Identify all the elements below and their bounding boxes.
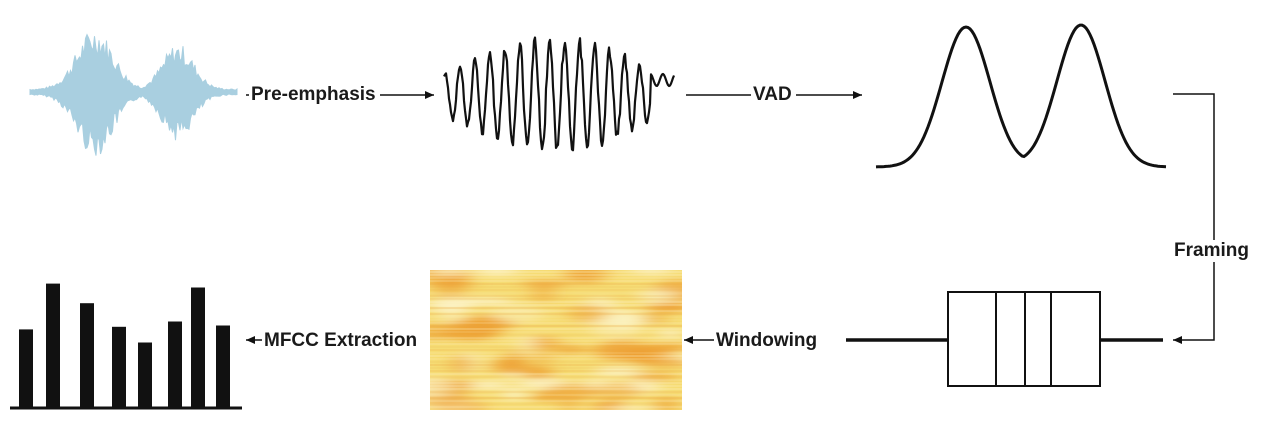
spectrogram-patch [433,398,487,410]
connectors [246,91,1215,344]
spectrogram-patch [432,270,467,276]
mfcc-bar [112,326,126,408]
spectrogram-patch [594,365,642,377]
arrow-framing-path [1173,93,1215,240]
spectrogram-patch [504,372,522,381]
spectrogram-patch [651,342,682,352]
step-label-pre-emphasis: Pre-emphasis [249,84,378,106]
spectrogram-patch [518,335,537,353]
spectrogram-patch [630,371,679,382]
spectrogram-patch [647,301,682,313]
raw-waveform [29,33,238,156]
spectrogram-patch [530,285,556,303]
spectrogram-patch [657,328,682,339]
arrow-framing-to-block [1173,262,1215,344]
spectrogram-patch [504,387,524,402]
spectrogram-patch [615,348,663,363]
spectrogram-patch [534,392,555,402]
mfcc-bar [80,303,94,408]
spectrogram-patch [643,312,668,325]
spectrogram-patch [530,351,556,364]
spectrogram-patch [503,350,526,367]
step-label-framing: Framing [1172,240,1251,262]
spectrogram-patch [630,270,672,275]
mfcc-bar [168,321,182,408]
spectrogram-patch [636,289,677,304]
spectrogram-patch [596,382,642,400]
step-label-mfcc-extraction: MFCC Extraction [262,330,420,352]
spectrogram-patch [434,283,467,299]
mfcc-bar [19,329,33,408]
spectrogram-patch [442,325,498,341]
mfcc-bar [191,287,205,408]
spectrogram-patch [436,300,466,322]
mfcc-bar-chart [10,283,242,410]
framing-block [846,291,1163,387]
spectrogram-patch [604,310,644,328]
spectrogram-patch [604,404,652,410]
mfcc-bar [216,325,230,408]
spectrogram-patch [469,380,507,390]
step-label-windowing: Windowing [714,330,820,352]
spectrogram-patch [542,383,599,401]
vad-envelope [875,23,1167,169]
spectrogram-patch [523,364,553,380]
spectrogram-patch [555,344,587,356]
mfcc-bar [46,283,60,408]
spectrogram-patch [568,304,608,323]
spectrogram-patch [451,353,471,374]
spectrogram-patch [488,305,545,323]
mfcc-bar [138,342,152,408]
spectrogram-patch [522,279,569,288]
spectrogram-patch [557,394,580,410]
pre-emphasized-signal [443,36,676,152]
spectrogram-patch [430,376,454,399]
spectrogram-patch [474,270,519,276]
windowed-spectrogram [430,270,682,410]
step-label-vad: VAD [751,84,794,106]
spectrogram-patch [653,396,679,410]
spectrogram-patch [564,270,608,285]
